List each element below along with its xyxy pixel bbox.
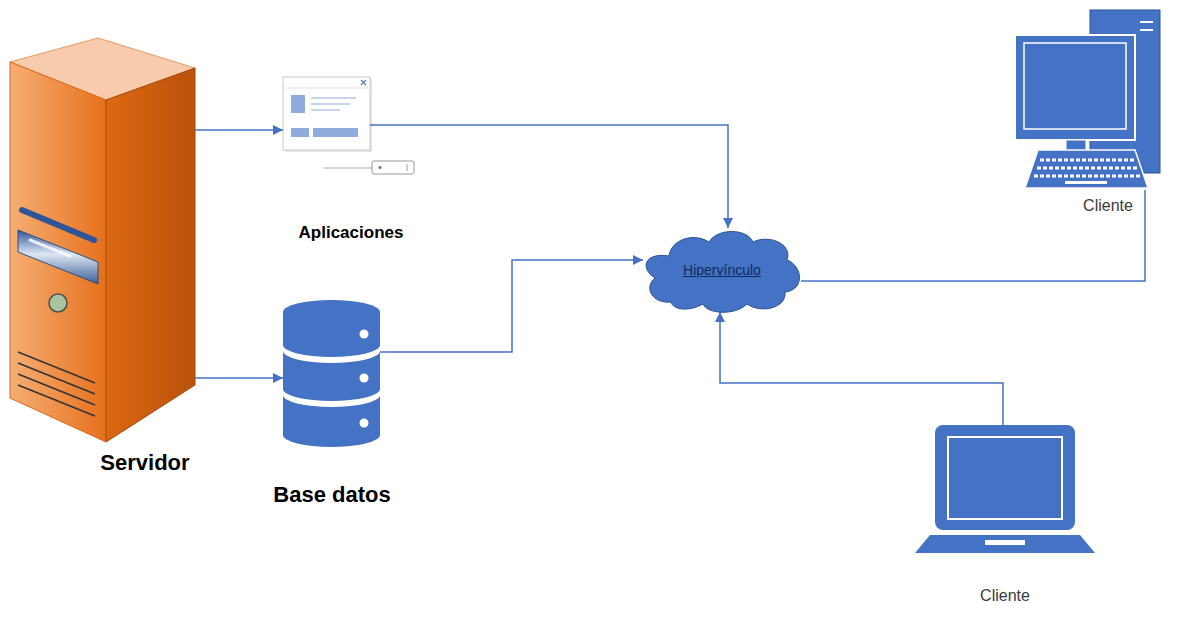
- plug-dot: [378, 166, 381, 169]
- keyboard-keys: [1037, 167, 1138, 170]
- client-label: Cliente: [980, 586, 1030, 605]
- plug-body: [372, 161, 414, 174]
- desktop-icon: [1015, 10, 1160, 188]
- laptop-icon: [915, 425, 1095, 553]
- cloud-node: Hipervínculo: [643, 228, 801, 312]
- connector-line: [380, 260, 643, 352]
- laptop-base: [915, 535, 1095, 553]
- desktop-monitor: [1015, 35, 1135, 140]
- server-label: Servidor: [100, 450, 189, 476]
- database-disk: [283, 351, 380, 401]
- server-tower: [10, 38, 195, 442]
- database-disk: [283, 300, 380, 357]
- keyboard-space: [1065, 181, 1107, 184]
- window-close: [361, 80, 366, 85]
- server-node: Servidor: [10, 40, 195, 440]
- window-text-line: [311, 103, 350, 105]
- hyperlink-label: Hipervínculo: [683, 262, 761, 279]
- plug-cable: [323, 168, 372, 169]
- server-button: [49, 294, 67, 312]
- cloud-outline: [646, 232, 799, 313]
- connector-line: [801, 190, 1145, 281]
- window-image: [291, 95, 305, 113]
- desktop-drive: [1140, 29, 1153, 31]
- keyboard-keys: [1034, 175, 1141, 178]
- client-label: Cliente: [1083, 196, 1133, 215]
- database-light: [360, 419, 369, 428]
- server-drive-bay: [18, 230, 98, 284]
- window-button: [291, 128, 309, 137]
- laptop-lid: [935, 425, 1075, 530]
- laptop-touchpad: [985, 540, 1025, 545]
- database-disk: [283, 395, 380, 447]
- connector-line: [195, 129, 283, 131]
- window-text-line: [311, 109, 340, 111]
- laptop-client-node: Cliente: [915, 425, 1095, 555]
- database-node: Base datos: [283, 300, 380, 455]
- desktop-drive: [1140, 21, 1153, 23]
- window-frame: [283, 77, 370, 150]
- keyboard-keys: [1040, 159, 1134, 162]
- server-side: [106, 68, 195, 442]
- desktop-screen: [1024, 43, 1126, 129]
- window-text-line: [311, 97, 356, 99]
- laptop-screen: [948, 437, 1062, 519]
- window-title-bar: [283, 88, 370, 89]
- desktop-keyboard: [1025, 150, 1148, 188]
- server-front: [10, 62, 106, 442]
- window-close: [361, 80, 366, 85]
- database-icon: [283, 300, 380, 447]
- desktop-client-node: Cliente: [1015, 10, 1160, 190]
- server-vent: [18, 385, 95, 416]
- database-light: [360, 374, 369, 383]
- server-drive-highlight: [30, 240, 70, 256]
- connector-line: [720, 312, 1003, 425]
- window-bar: [313, 128, 358, 137]
- plug-tip: [407, 164, 408, 171]
- database-light: [360, 330, 369, 339]
- application-label: Aplicaciones: [299, 223, 404, 243]
- connector-line: [195, 377, 283, 379]
- database-label: Base datos: [273, 482, 390, 508]
- application-node: Aplicaciones: [283, 77, 370, 150]
- connector-line: [370, 125, 728, 228]
